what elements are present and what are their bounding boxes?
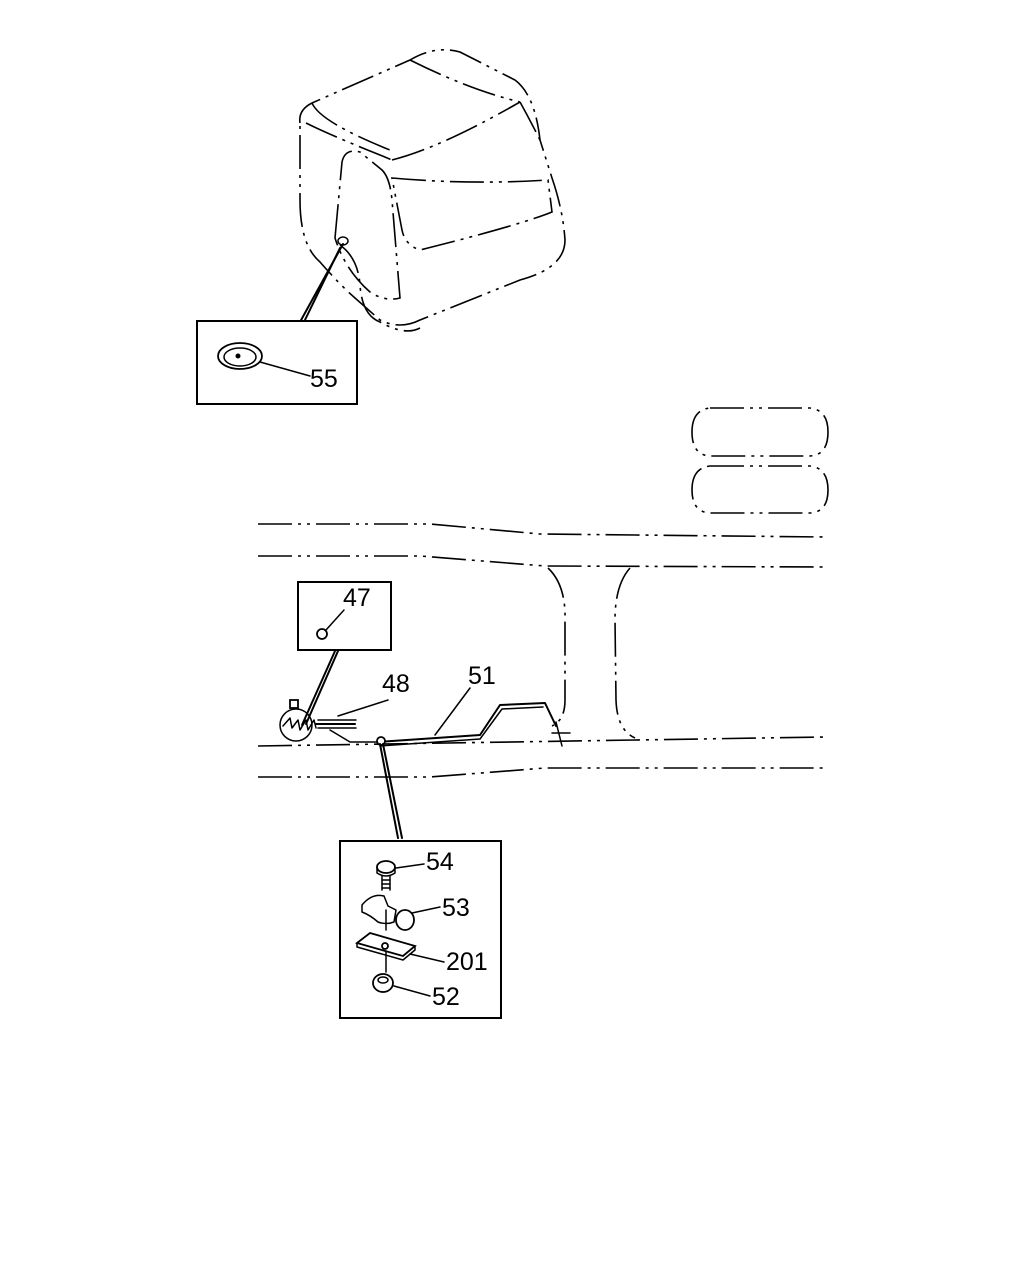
nut-icon-52 bbox=[372, 951, 394, 993]
detail-box-clamp: 54 53 201 52 bbox=[339, 840, 502, 1019]
tank-outlines bbox=[691, 407, 829, 514]
callout-201: 201 bbox=[446, 948, 488, 976]
detail-box-47: 47 bbox=[297, 581, 392, 651]
callout-51: 51 bbox=[468, 662, 496, 690]
fuel-pipe-51: 51 bbox=[376, 662, 571, 747]
detail-box-55: 55 bbox=[196, 320, 358, 405]
nut-icon bbox=[316, 628, 328, 640]
callout-54: 54 bbox=[426, 848, 454, 876]
callout-53: 53 bbox=[442, 894, 470, 922]
callout-48: 48 bbox=[382, 670, 410, 698]
bolt-icon bbox=[376, 860, 396, 891]
leader-47 bbox=[301, 650, 336, 726]
clip-icon bbox=[361, 894, 415, 931]
leader-clip bbox=[379, 743, 399, 839]
callout-47: 47 bbox=[343, 584, 371, 612]
plate-icon bbox=[355, 932, 417, 961]
callout-55: 55 bbox=[310, 365, 338, 393]
cable-assembly-48: 48 bbox=[279, 670, 410, 743]
cab-outline bbox=[298, 49, 566, 332]
frame-outline bbox=[257, 523, 827, 778]
callout-52: 52 bbox=[432, 983, 460, 1011]
